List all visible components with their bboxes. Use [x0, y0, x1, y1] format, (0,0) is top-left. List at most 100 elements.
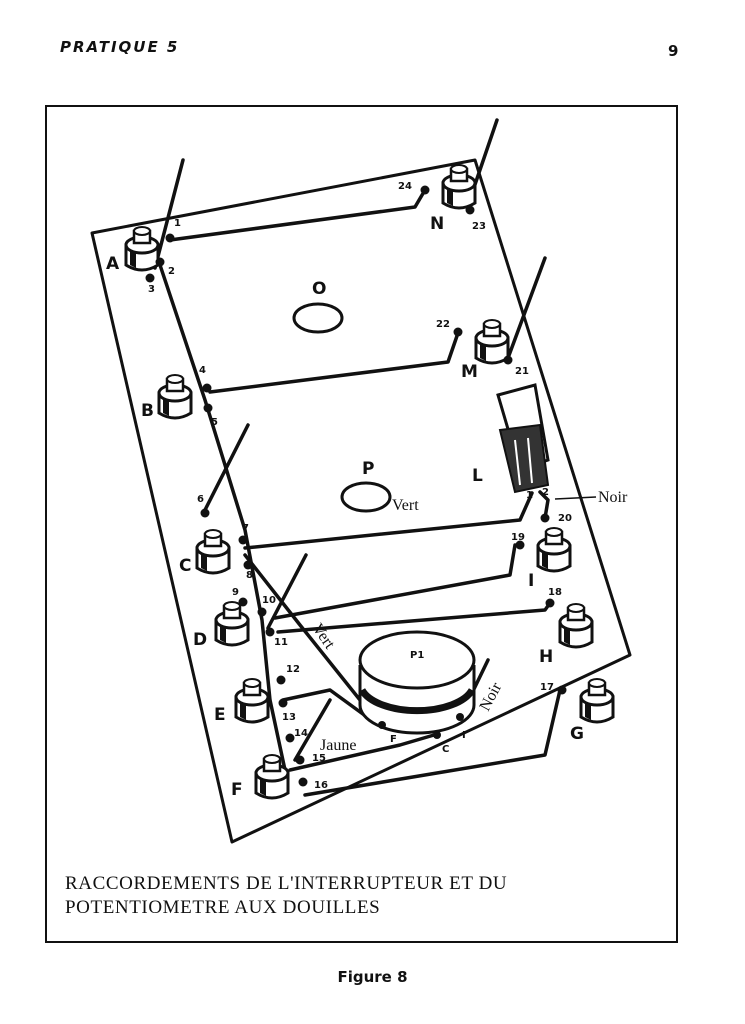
terminal-dot-7 — [238, 535, 248, 545]
socket-g — [579, 678, 615, 724]
wire-c-pot-vert — [243, 553, 382, 727]
terminal-dot-19 — [515, 540, 525, 550]
terminal-22: 22 — [436, 319, 450, 330]
terminal-dot-11 — [265, 627, 275, 637]
socket-h — [558, 603, 594, 649]
socket-label-d: D — [193, 630, 207, 650]
terminal-8: 8 — [246, 570, 253, 581]
switch-l — [496, 383, 550, 494]
socket-m — [474, 319, 510, 365]
potentiometer-p1 — [358, 630, 476, 739]
socket-n — [441, 164, 477, 210]
pot-label-p1: P1 — [410, 650, 424, 661]
hole-o — [292, 302, 344, 334]
socket-label-b: B — [141, 401, 154, 421]
socket-label-n: N — [430, 214, 444, 234]
socket-d — [214, 601, 250, 647]
terminal-18: 18 — [548, 587, 562, 598]
terminal-19: 19 — [511, 532, 525, 543]
page-number: 9 — [668, 42, 679, 60]
socket-label-a: A — [106, 254, 120, 274]
terminal-15: 15 — [312, 753, 326, 764]
switch-pin-1: 1 — [526, 490, 533, 501]
terminal-dot-10 — [257, 607, 267, 617]
terminal-dot-24 — [420, 185, 430, 195]
pot-pin-c: C — [442, 744, 449, 755]
figure-caption: RACCORDEMENTS DE L'INTERRUPTEUR ET DU PO… — [65, 872, 665, 920]
wire-1-24 — [168, 188, 427, 242]
wire-label-vert-diag: Vert — [309, 621, 339, 653]
socket-c — [195, 529, 231, 575]
terminal-7: 7 — [242, 523, 249, 534]
figure-number: Figure 8 — [337, 968, 408, 986]
wire-label-noir-pot: Noir — [477, 679, 506, 713]
terminal-dot-1 — [165, 233, 175, 243]
terminal-dot-9 — [238, 597, 248, 607]
caption-line-1: RACCORDEMENTS DE L'INTERRUPTEUR ET DU — [65, 873, 508, 894]
wire-label-noir-right: Noir — [598, 489, 628, 506]
terminal-11: 11 — [274, 637, 288, 648]
terminal-5: 5 — [211, 417, 218, 428]
socket-label-f: F — [231, 780, 243, 800]
socket-label-h: H — [539, 647, 553, 667]
terminal-10: 10 — [262, 595, 276, 606]
terminal-dot-8 — [243, 560, 253, 570]
wire-pot-c-d — [288, 733, 436, 772]
lead-d — [266, 553, 308, 630]
terminal-dot-2 — [155, 257, 165, 267]
socket-i — [536, 527, 572, 573]
figure-frame — [45, 105, 678, 943]
terminal-dot-4 — [202, 383, 212, 393]
terminal-dot-16 — [298, 777, 308, 787]
socket-e — [234, 678, 270, 724]
lead-f — [293, 698, 332, 762]
terminal-1: 1 — [174, 218, 181, 229]
terminal-dot-5 — [203, 403, 213, 413]
terminal-dot-18 — [545, 598, 555, 608]
terminal-dot-6 — [200, 508, 210, 518]
wire-a-b-chain — [158, 263, 287, 772]
wire-label-vert-top: Vert — [392, 497, 419, 514]
terminal-dot-15 — [295, 755, 305, 765]
terminal-dot-14 — [285, 733, 295, 743]
switch-pin-2: 2 — [542, 487, 549, 498]
terminal-24: 24 — [398, 181, 412, 192]
terminal-17: 17 — [540, 682, 554, 693]
wire-10-19 — [273, 543, 517, 620]
terminal-20: 20 — [558, 513, 572, 524]
hole-label-o: O — [312, 279, 326, 299]
terminal-12: 12 — [286, 664, 300, 675]
socket-label-c: C — [179, 556, 191, 576]
terminal-6: 6 — [197, 494, 204, 505]
socket-label-m: M — [461, 362, 478, 382]
socket-label-l: L — [472, 466, 483, 486]
lead-a — [153, 158, 185, 270]
lead-c — [203, 423, 250, 512]
terminal-9: 9 — [232, 587, 239, 598]
hole-p — [340, 481, 392, 513]
terminal-21: 21 — [515, 366, 529, 377]
wire-switch-20 — [538, 490, 550, 520]
terminal-dot-22 — [453, 327, 463, 337]
hole-label-p: P — [362, 459, 374, 479]
socket-label-e: E — [214, 705, 226, 725]
pot-pin-f: F — [390, 734, 397, 745]
terminal-14: 14 — [294, 728, 308, 739]
socket-f — [254, 754, 290, 800]
caption-line-2: POTENTIOMETRE AUX DOUILLES — [65, 897, 381, 918]
terminal-dot-21 — [503, 355, 513, 365]
terminal-dot-17 — [557, 685, 567, 695]
socket-label-i: I — [528, 571, 534, 591]
wire-label-jaune: Jaune — [320, 737, 356, 754]
lead-m — [506, 256, 547, 360]
terminal-dot-13 — [278, 698, 288, 708]
terminal-2: 2 — [168, 266, 175, 277]
terminal-23: 23 — [472, 221, 486, 232]
socket-label-g: G — [570, 724, 584, 744]
wire-16-17 — [303, 688, 562, 797]
terminal-4: 4 — [199, 365, 206, 376]
terminal-dot-3 — [145, 273, 155, 283]
terminal-dot-20 — [540, 513, 550, 523]
terminal-16: 16 — [314, 780, 328, 791]
running-header: PRATIQUE 5 — [60, 38, 180, 56]
